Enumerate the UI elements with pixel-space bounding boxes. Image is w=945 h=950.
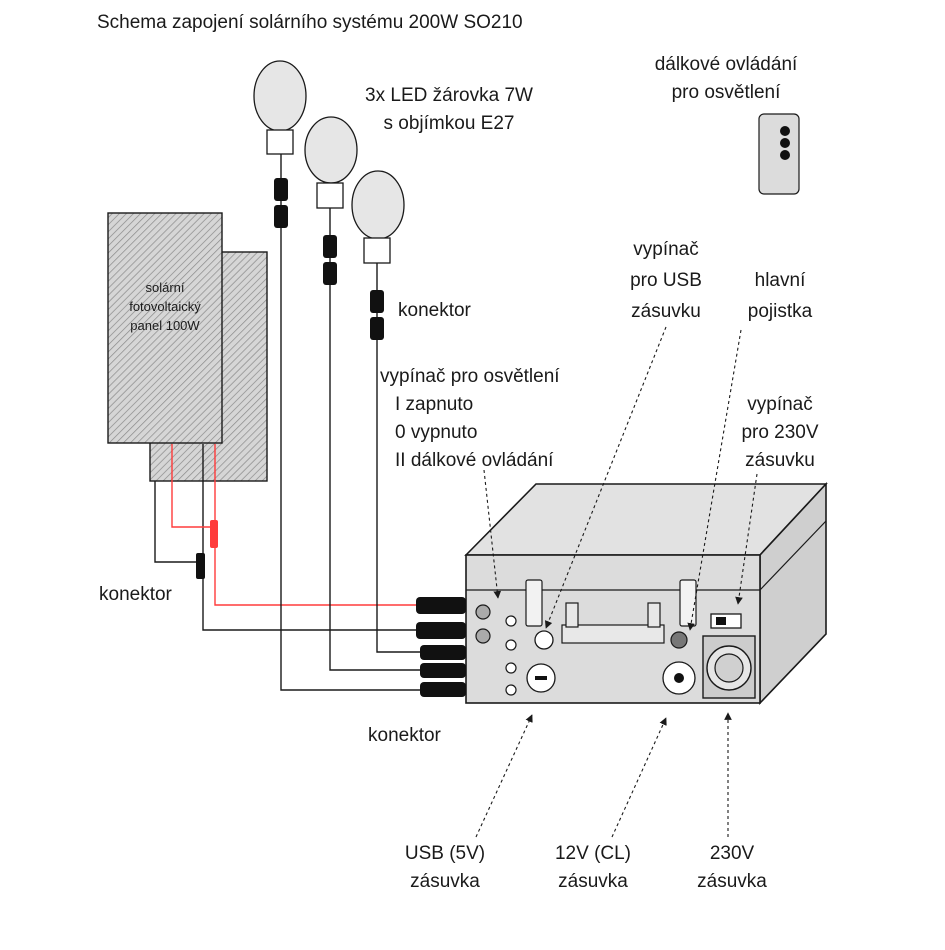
cl-socket	[662, 661, 696, 695]
plug-connector-icon	[274, 178, 384, 340]
bulbs-label-1: 3x LED žárovka 7W	[365, 85, 533, 106]
cl-socket-label-1: 12V (CL)	[555, 843, 631, 864]
power-station-box	[464, 481, 828, 705]
remote-label-1: dálkové ovládání	[655, 54, 798, 75]
bulbs-label-2: s objímkou E27	[384, 113, 515, 134]
light-switch-label-3: 0 vypnuto	[395, 422, 477, 443]
fuse	[670, 631, 688, 649]
bulb-wires	[280, 154, 420, 691]
switch-230	[710, 613, 742, 629]
led-bulb-icon	[253, 60, 307, 155]
panel-wires	[154, 444, 418, 631]
konektor-top-label: konektor	[398, 300, 472, 321]
switch-230-label-1: vypínač	[747, 394, 812, 415]
socket-230-label-2: zásuvka	[697, 871, 767, 892]
remote-control-icon	[758, 113, 800, 195]
plug-connector-icon	[416, 597, 466, 697]
solar-panel-icon	[107, 212, 268, 482]
usb-socket-label-2: zásuvka	[410, 871, 480, 892]
socket-230-label-1: 230V	[710, 843, 755, 864]
light-switch-label-1: vypínač pro osvětlení	[380, 366, 560, 387]
konektor-left-label: konektor	[99, 584, 173, 605]
usb-socket-label-1: USB (5V)	[405, 843, 485, 864]
diagram-title: Schema zapojení solárního systému 200W S…	[97, 12, 523, 33]
switch-230-label-3: zásuvku	[745, 450, 815, 471]
cl-socket-label-2: zásuvka	[558, 871, 628, 892]
panel-label-1: solární	[145, 280, 184, 295]
panel-label-2: fotovoltaický	[129, 299, 201, 314]
solar-inputs	[475, 604, 491, 644]
usb-switch-label-1: vypínač	[633, 239, 698, 260]
plug-connector-icon	[196, 520, 218, 579]
usb-switch-label-2: pro USB	[630, 270, 702, 291]
usb-switch-label-3: zásuvku	[631, 301, 701, 322]
switch-230-label-2: pro 230V	[741, 422, 818, 443]
led-bulb-icon	[351, 170, 405, 264]
usb-socket	[526, 663, 556, 693]
fuse-label-1: hlavní	[755, 270, 806, 291]
panel-label-3: panel 100W	[130, 318, 200, 333]
light-outputs	[505, 615, 517, 696]
remote-label-2: pro osvětlení	[672, 82, 782, 103]
light-switch-knob	[534, 630, 554, 650]
pointer-lines	[475, 326, 758, 838]
light-switch-label-2: I zapnuto	[395, 394, 473, 415]
fuse-label-2: pojistka	[748, 301, 813, 322]
konektor-bottom-label: konektor	[368, 725, 442, 746]
light-switch-label-4: II dálkové ovládání	[395, 450, 554, 471]
led-bulb-icon	[304, 116, 358, 209]
power-socket-icon	[702, 635, 756, 699]
